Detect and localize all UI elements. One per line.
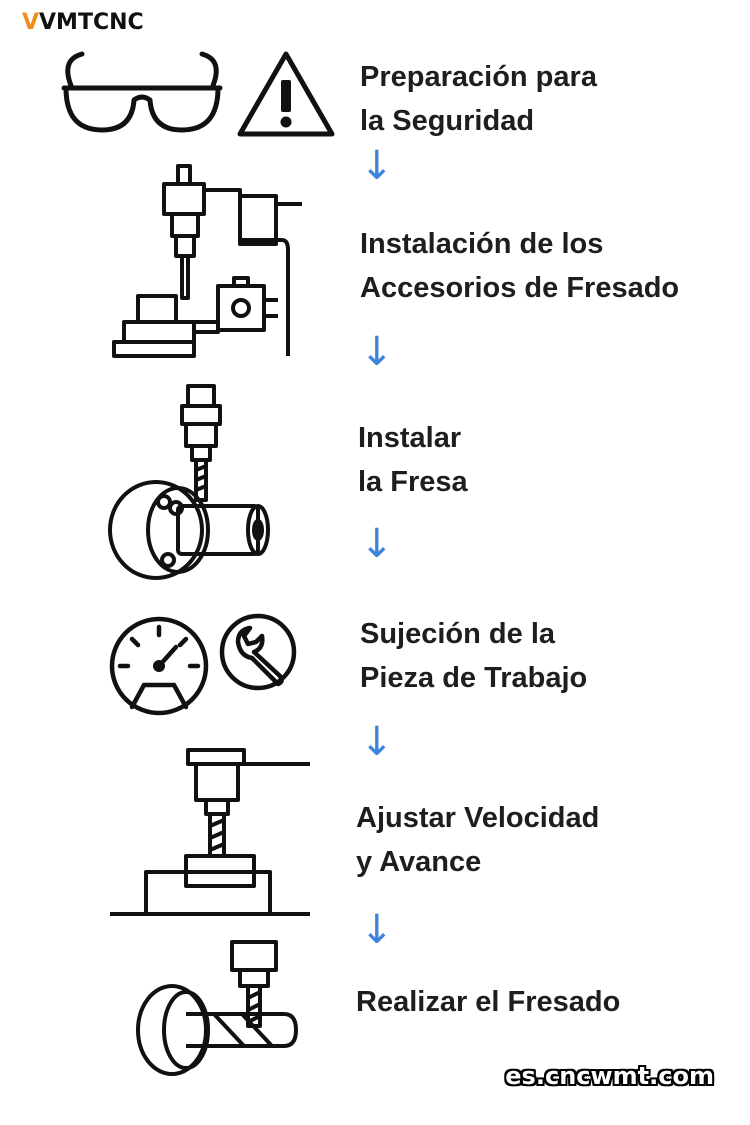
brand-logo: VVMTCNC (22, 12, 144, 34)
logo-text: VMTCNC (39, 10, 144, 35)
flow-arrow-2: ↓ (360, 329, 394, 375)
speed-feed-icon (110, 748, 310, 916)
flow-arrow-1: ↓ (360, 143, 394, 189)
step-4-label: Sujeción de la Pieza de Trabajo (360, 618, 588, 694)
warning-icon (237, 51, 335, 137)
flow-arrow-3: ↓ (360, 521, 394, 567)
step-3-label: Instalar la Fresa (358, 422, 468, 498)
install-cutter-icon (108, 384, 270, 580)
flow-arrow-4: ↓ (360, 719, 394, 765)
wrench-icon (219, 613, 297, 691)
milling-operation-icon (136, 940, 298, 1076)
safety-glasses-icon (61, 51, 223, 133)
website-url: es.cncwmt.com (505, 1062, 714, 1090)
flow-arrow-5: ↓ (360, 907, 394, 953)
step-1-label: Preparación para la Seguridad (360, 61, 597, 137)
logo-mark: V (22, 10, 40, 35)
milling-attachment-icon (112, 164, 302, 358)
step-5-label: Ajustar Velocidad y Avance (356, 802, 600, 878)
step-2-label: Instalación de los Accesorios de Fresado (360, 228, 680, 304)
step-6-label: Realizar el Fresado (356, 986, 621, 1018)
gauge-icon (109, 616, 209, 716)
